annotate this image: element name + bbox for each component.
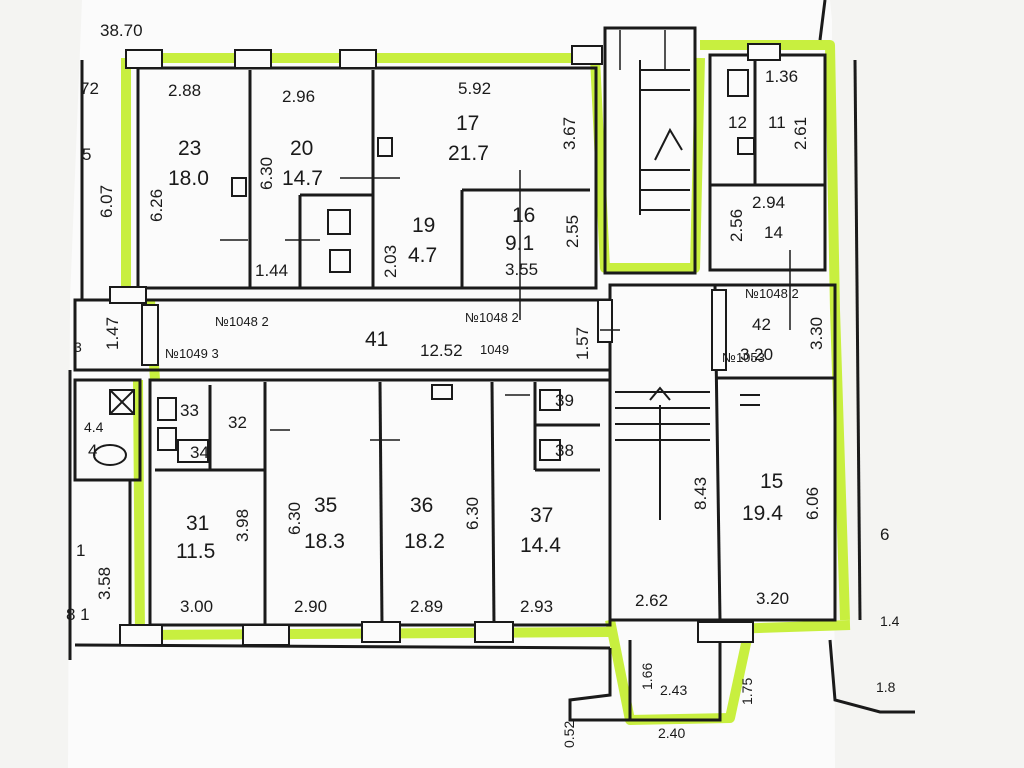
- room-number: 36: [410, 494, 433, 517]
- dimension: 1.57: [573, 327, 592, 360]
- room-number: 35: [314, 494, 337, 517]
- dimension: 3.58: [95, 567, 114, 600]
- dimension: 0.52: [561, 721, 577, 748]
- room-dimension: 3.20: [756, 589, 789, 608]
- room-dimension: 3.98: [233, 509, 252, 542]
- room-number: 31: [186, 512, 209, 535]
- dimension: 72: [80, 79, 99, 98]
- room-dimension: 3.67: [560, 117, 579, 150]
- room-dimension: 2.03: [381, 245, 400, 278]
- dimension: 5: [82, 145, 91, 164]
- dimension: 3: [74, 339, 82, 355]
- room-dimension: 3.30: [807, 317, 826, 350]
- dimension: 1.44: [255, 261, 288, 280]
- room-dimension: 3.00: [180, 597, 213, 616]
- room-number: 33: [180, 401, 199, 420]
- room-number: 23: [178, 137, 201, 160]
- staircase-lower: [615, 386, 760, 520]
- dimension: 1: [76, 541, 85, 560]
- room-dimension: 2.96: [282, 87, 315, 106]
- room-dimension: 5.92: [458, 79, 491, 98]
- stamp-numbers: №1048 2 №1048 2 №1049 3 1049 №1048 2 №10…: [165, 286, 799, 365]
- room-dimension: 2.88: [168, 81, 201, 100]
- room-area: 19.4: [742, 502, 783, 525]
- room-dimension: 1.36: [765, 67, 798, 86]
- room-number: 17: [456, 112, 479, 135]
- windows: [109, 43, 781, 646]
- room-area: 21.7: [448, 142, 489, 165]
- room-dimension: 2.90: [294, 597, 327, 616]
- room-area: 18.0: [168, 167, 209, 190]
- room-dimension: 6.30: [285, 502, 304, 535]
- room-dimension: 6.30: [463, 497, 482, 530]
- room-number: 11: [768, 113, 786, 132]
- room-dimension: 12.52: [420, 341, 463, 360]
- dimension: 8.43: [691, 477, 710, 510]
- stamp: №1053: [722, 350, 765, 365]
- room-number: 19: [412, 214, 435, 237]
- room-dimension: 2.56: [727, 209, 746, 242]
- room-dimension: 3.55: [505, 260, 538, 279]
- dimension: 6.07: [97, 185, 116, 218]
- room-dimension: 2.93: [520, 597, 553, 616]
- room-labels: 23 18.0 2.88 6.26 20 14.7 2.96 6.30 17 2…: [147, 67, 826, 616]
- room-number: 42: [752, 315, 771, 334]
- room-number: 16: [512, 204, 535, 227]
- room-dimension: 2.94: [752, 193, 785, 212]
- room-dimension: 6.30: [257, 157, 276, 190]
- dimension: 1.8: [876, 679, 896, 695]
- dimension: 8 1: [66, 605, 90, 624]
- dimension: 2.43: [660, 682, 687, 698]
- room-number: 12: [728, 113, 747, 132]
- dimension: 4.4: [84, 419, 104, 435]
- room-area: 4.7: [408, 244, 437, 267]
- room-dimension: 3.20: [740, 345, 773, 364]
- stamp: №1048 2: [745, 286, 799, 301]
- overall-width-label: 38.70: [100, 21, 143, 40]
- misc-dimensions: 6.07 1.44 1.47 1.57 8.43 2.62 3.58 1.66 …: [66, 79, 900, 748]
- room-number: 39: [555, 391, 574, 410]
- staircase-upper: [639, 60, 690, 215]
- room-number: 34: [190, 443, 209, 462]
- room-area: 14.4: [520, 534, 561, 557]
- room-area: 9.1: [505, 232, 534, 255]
- room-area: 18.3: [304, 530, 345, 553]
- stamp: 1049: [480, 342, 509, 357]
- room-dimension: 6.26: [147, 189, 166, 222]
- room-area: 18.2: [404, 530, 445, 553]
- dimension: 1.4: [880, 613, 900, 629]
- dimension: 4: [88, 441, 97, 460]
- dimension: 2.40: [658, 725, 685, 741]
- dimension: 1.47: [103, 317, 122, 350]
- dimension: 2.62: [635, 591, 668, 610]
- dimension: 1.66: [639, 663, 655, 690]
- room-area: 14.7: [282, 167, 323, 190]
- room-number: 15: [760, 470, 783, 493]
- room-dimension: 2.89: [410, 597, 443, 616]
- room-area: 11.5: [176, 540, 215, 563]
- room-number: 20: [290, 137, 313, 160]
- fixtures: [93, 69, 755, 466]
- room-dimension: 2.61: [791, 117, 810, 150]
- room-dimension: 2.55: [563, 215, 582, 248]
- stamp: №1048 2: [215, 314, 269, 329]
- room-number: 14: [764, 223, 783, 242]
- stamp: №1049 3: [165, 346, 219, 361]
- room-number: 38: [555, 441, 574, 460]
- room-number: 32: [228, 413, 247, 432]
- stamp: №1048 2: [465, 310, 519, 325]
- grid-marks: [220, 30, 791, 441]
- room-number: 37: [530, 504, 553, 527]
- dimension: 1.75: [739, 678, 755, 705]
- room-dimension: 6.06: [803, 487, 822, 520]
- dimension: 6: [880, 525, 889, 544]
- room-number: 41: [365, 328, 388, 351]
